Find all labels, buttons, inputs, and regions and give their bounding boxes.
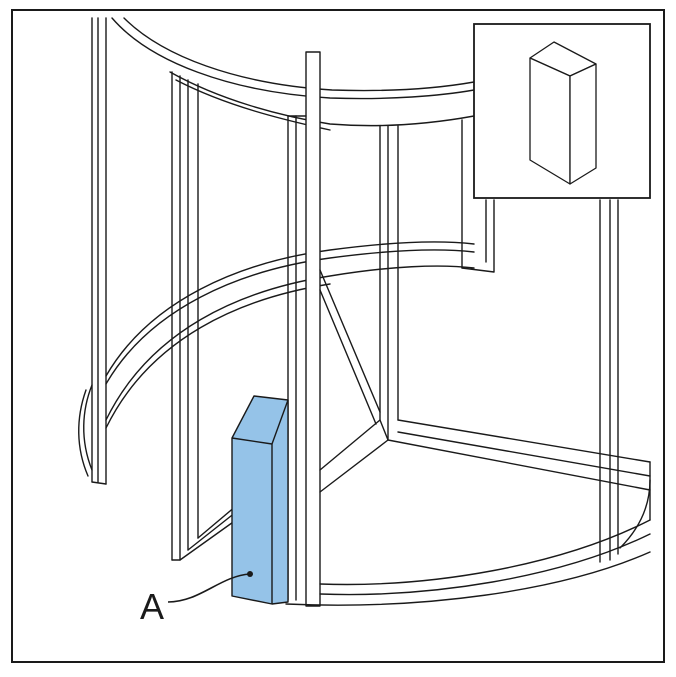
inset-panel: [473, 23, 651, 199]
right-floor-sweep: [285, 419, 651, 606]
diagonal-braces: [319, 269, 389, 493]
rectangular-block-icon: [529, 41, 597, 185]
center-frame: [287, 51, 321, 607]
right-posts: [599, 199, 619, 563]
rear-door-leaf: [379, 119, 495, 441]
left-drum-wall: [78, 17, 107, 485]
callout-a: A: [140, 571, 253, 627]
left-door-leaf: [171, 71, 237, 561]
component-a-block: [231, 395, 289, 605]
door-linework: [78, 17, 651, 607]
callout-label-a: A: [140, 586, 164, 627]
